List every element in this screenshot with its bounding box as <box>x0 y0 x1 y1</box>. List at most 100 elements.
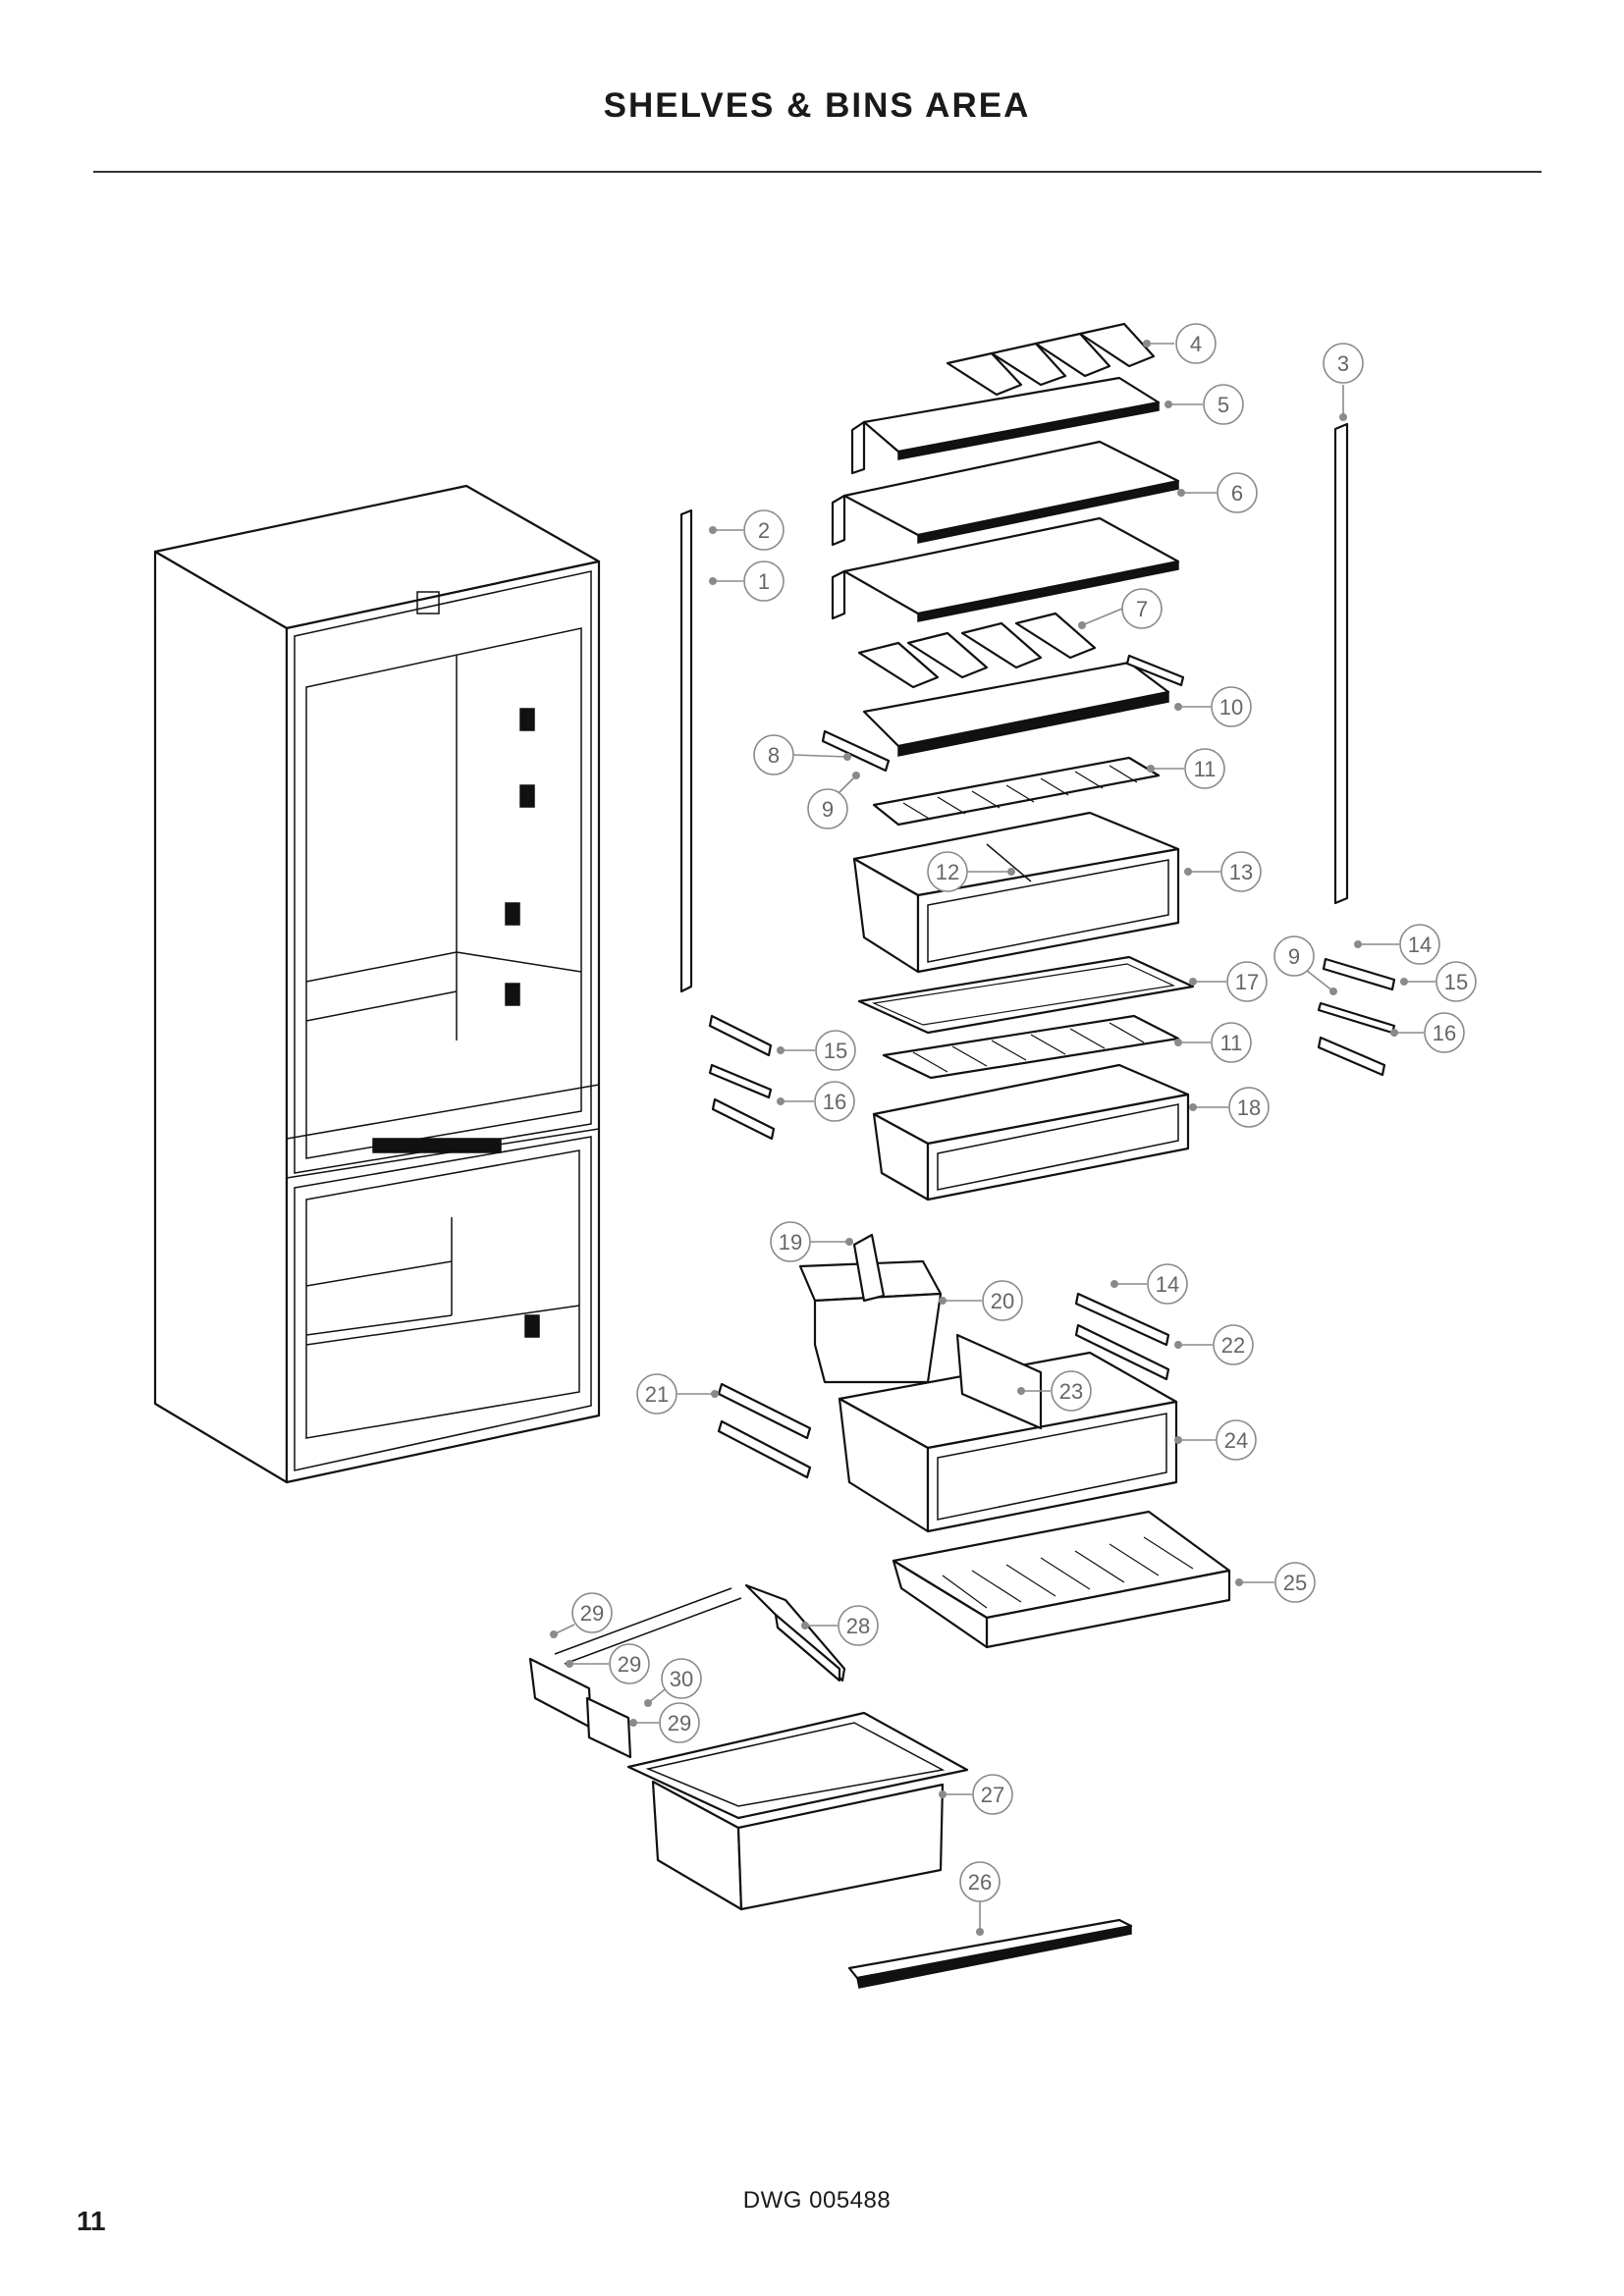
callout-10: 10 <box>1211 686 1252 727</box>
small-bin-20 <box>798 1233 943 1384</box>
svg-text:29: 29 <box>668 1711 691 1735</box>
svg-text:11: 11 <box>1194 757 1217 781</box>
shelf-10 <box>821 654 1185 773</box>
svg-text:13: 13 <box>1229 860 1253 884</box>
crisper-cover-11 <box>872 756 1161 827</box>
callout-20: 20 <box>982 1280 1023 1321</box>
svg-text:12: 12 <box>936 860 959 884</box>
callout-16-right: 16 <box>1424 1012 1465 1053</box>
svg-text:18: 18 <box>1237 1095 1261 1120</box>
callout-23: 23 <box>1051 1370 1092 1412</box>
svg-text:20: 20 <box>991 1289 1014 1313</box>
svg-text:23: 23 <box>1059 1379 1083 1404</box>
left-trim-strip <box>679 508 693 993</box>
callout-15-left: 15 <box>815 1030 856 1071</box>
svg-text:3: 3 <box>1337 351 1349 376</box>
callout-27: 27 <box>972 1774 1013 1815</box>
svg-text:28: 28 <box>846 1614 870 1638</box>
callout-25: 25 <box>1274 1562 1316 1603</box>
callout-14-lower: 14 <box>1147 1263 1188 1305</box>
callout-22: 22 <box>1213 1324 1254 1365</box>
svg-text:9: 9 <box>822 797 834 822</box>
front-trim-26 <box>847 1918 1133 1989</box>
svg-text:7: 7 <box>1136 597 1148 621</box>
glass-shelf-lower <box>831 516 1180 622</box>
right-trim-strip <box>1333 422 1349 905</box>
svg-text:14: 14 <box>1156 1272 1179 1297</box>
freezer-bin-24 <box>838 1333 1178 1533</box>
page-number: 11 <box>77 2206 106 2236</box>
glass-shelf-6 <box>831 440 1180 547</box>
callout-12: 12 <box>927 851 968 892</box>
callout-1: 1 <box>743 561 785 602</box>
crisper-bin-18 <box>872 1063 1190 1201</box>
callout-9-left: 9 <box>807 788 848 829</box>
svg-text:22: 22 <box>1221 1333 1245 1358</box>
callout-29-bottom: 29 <box>659 1702 700 1743</box>
callout-17: 17 <box>1226 961 1268 1002</box>
slide-assembly-28 <box>528 1583 846 1759</box>
svg-text:24: 24 <box>1224 1428 1248 1453</box>
svg-text:17: 17 <box>1235 970 1259 994</box>
svg-text:29: 29 <box>618 1652 641 1677</box>
door-bins-top <box>946 322 1156 397</box>
svg-text:29: 29 <box>580 1601 604 1626</box>
page-title: SHELVES & BINS AREA <box>603 86 1031 125</box>
callout-14-upper: 14 <box>1399 924 1440 965</box>
callout-8: 8 <box>753 734 794 775</box>
callout-28: 28 <box>838 1605 879 1646</box>
callout-11-lower: 11 <box>1211 1022 1252 1063</box>
callout-3: 3 <box>1323 343 1364 384</box>
glass-shelf-5 <box>850 376 1161 475</box>
title-divider <box>93 171 1542 173</box>
freezer-tray-25 <box>892 1510 1231 1649</box>
svg-text:8: 8 <box>768 743 780 768</box>
callout-4: 4 <box>1175 323 1217 364</box>
rails-22 <box>1074 1292 1170 1381</box>
svg-text:27: 27 <box>981 1783 1004 1807</box>
callout-5: 5 <box>1203 384 1244 425</box>
crisper-bin-13 <box>852 811 1180 974</box>
svg-text:1: 1 <box>758 569 770 594</box>
door-bins-middle <box>857 612 1097 689</box>
svg-text:9: 9 <box>1288 944 1300 969</box>
callout-9-right: 9 <box>1273 935 1315 977</box>
rails-21 <box>717 1382 812 1479</box>
svg-text:6: 6 <box>1231 481 1243 506</box>
glass-panel-17 <box>857 955 1195 1035</box>
svg-text:2: 2 <box>758 518 770 543</box>
callout-26: 26 <box>959 1861 1001 1902</box>
callout-6: 6 <box>1217 472 1258 513</box>
callout-13: 13 <box>1220 851 1262 892</box>
svg-text:21: 21 <box>645 1382 669 1407</box>
callout-19: 19 <box>770 1221 811 1262</box>
svg-text:30: 30 <box>670 1667 693 1691</box>
svg-text:11: 11 <box>1220 1031 1243 1055</box>
freezer-drawer-27 <box>626 1711 969 1911</box>
callout-leaders <box>550 340 1435 1936</box>
callout-29-middle: 29 <box>609 1643 650 1684</box>
svg-text:15: 15 <box>1444 970 1468 994</box>
callout-21: 21 <box>636 1373 677 1415</box>
drawing-number: DWG 005488 <box>742 2187 892 2214</box>
callout-11-upper: 11 <box>1184 748 1225 789</box>
callout-18: 18 <box>1228 1087 1270 1128</box>
svg-text:14: 14 <box>1408 933 1432 957</box>
svg-text:25: 25 <box>1283 1571 1307 1595</box>
callout-15-right: 15 <box>1435 961 1477 1002</box>
callout-2: 2 <box>743 509 785 551</box>
svg-text:15: 15 <box>824 1039 847 1063</box>
svg-text:16: 16 <box>823 1090 846 1114</box>
svg-text:5: 5 <box>1218 393 1229 417</box>
refrigerator-cabinet <box>153 484 601 1484</box>
svg-text:19: 19 <box>779 1230 802 1255</box>
callout-7: 7 <box>1121 588 1163 629</box>
svg-text:10: 10 <box>1219 695 1243 720</box>
right-rails-upper <box>1317 957 1396 1077</box>
callout-29-top: 29 <box>571 1592 613 1633</box>
left-rails-upper <box>708 1014 776 1141</box>
callout-24: 24 <box>1216 1419 1257 1461</box>
svg-text:16: 16 <box>1433 1021 1456 1045</box>
callout-16-left: 16 <box>814 1081 855 1122</box>
